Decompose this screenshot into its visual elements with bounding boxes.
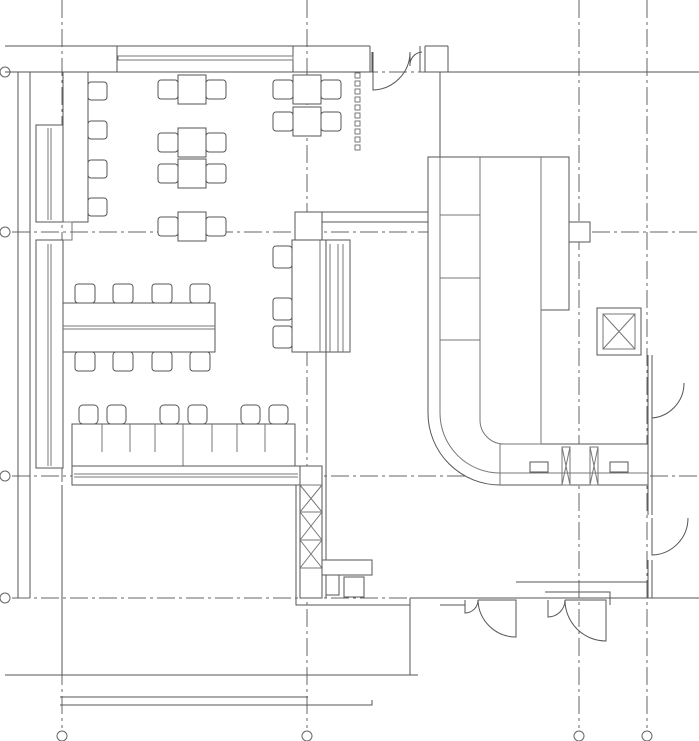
- hook: [354, 120, 361, 127]
- wall-hooks: [354, 72, 361, 151]
- chair: [272, 111, 294, 132]
- bottom-doors: [410, 581, 699, 642]
- right-booth-chairs: [272, 245, 293, 349]
- chair: [157, 132, 179, 153]
- exterior-walls: [5, 45, 699, 706]
- right-wall-doors: [647, 355, 689, 598]
- chair: [205, 216, 227, 237]
- grid-bubble: [0, 226, 11, 238]
- stool: [87, 197, 108, 217]
- chair: [189, 283, 211, 304]
- chair: [112, 283, 134, 304]
- chair: [240, 404, 261, 425]
- counter-stools: [87, 81, 108, 217]
- grid-bubble: [56, 730, 68, 741]
- chair: [272, 297, 293, 321]
- chair: [189, 351, 211, 372]
- chair: [159, 404, 180, 425]
- table: [177, 158, 207, 189]
- stool: [87, 159, 108, 179]
- chair: [74, 351, 96, 372]
- chair: [74, 283, 96, 304]
- chair: [151, 283, 173, 304]
- entrance-door: [372, 51, 423, 91]
- chair: [272, 325, 293, 349]
- chair: [205, 79, 227, 100]
- table: [292, 106, 322, 137]
- grid-bubble: [641, 730, 653, 741]
- chair: [320, 79, 342, 100]
- reception-desk: [321, 559, 373, 598]
- chair: [320, 111, 342, 132]
- chair: [78, 404, 99, 425]
- kitchen-bar: [427, 156, 649, 486]
- grid-bubble: [573, 730, 585, 741]
- booth-chairs: [78, 404, 289, 425]
- dining-tables: [157, 74, 342, 242]
- long-table: [62, 302, 216, 353]
- long-table-chairs: [74, 283, 211, 372]
- chair: [151, 351, 173, 372]
- chair: [112, 351, 134, 372]
- hook: [354, 104, 361, 111]
- chair: [106, 404, 127, 425]
- chair: [268, 404, 289, 425]
- chair: [187, 404, 208, 425]
- table: [292, 74, 322, 105]
- stair-core: [295, 465, 410, 606]
- stool: [87, 120, 108, 140]
- table: [177, 127, 207, 158]
- chair: [157, 163, 179, 184]
- hook: [354, 72, 361, 79]
- right-booth: [291, 211, 569, 598]
- grid-bubble: [301, 730, 313, 741]
- hook: [354, 128, 361, 135]
- chair: [205, 132, 227, 153]
- table: [177, 211, 207, 242]
- hook: [354, 136, 361, 143]
- chair: [157, 79, 179, 100]
- booth-seating: [71, 423, 301, 486]
- chair: [157, 216, 179, 237]
- hook: [354, 144, 361, 151]
- grid-bubble: [0, 592, 11, 604]
- hook: [354, 88, 361, 95]
- elevator: [596, 307, 642, 356]
- chair: [272, 79, 294, 100]
- left-counter: [35, 71, 89, 469]
- hook: [354, 112, 361, 119]
- hook: [354, 96, 361, 103]
- chair: [272, 245, 293, 269]
- chair: [205, 163, 227, 184]
- grid-bubble: [0, 470, 11, 482]
- stool: [87, 81, 108, 101]
- table: [177, 74, 207, 105]
- hook: [354, 80, 361, 87]
